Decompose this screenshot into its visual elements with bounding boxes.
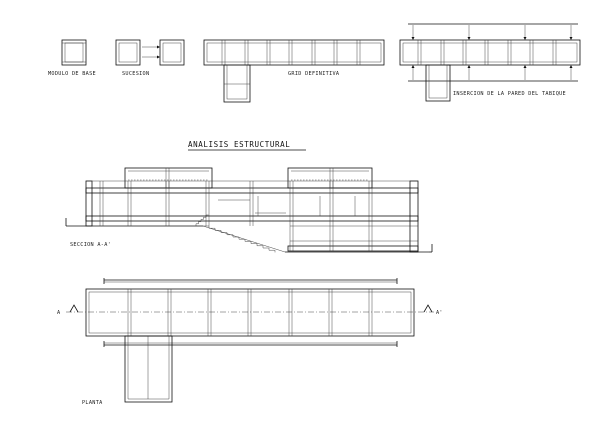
label-grid-definitiva: GRID DEFINITIVA xyxy=(288,71,340,77)
stair-stringer xyxy=(202,225,286,253)
arrow-right-icon xyxy=(157,55,160,59)
cut-marker-right-icon xyxy=(423,304,433,313)
wall-insertion-diagram xyxy=(399,23,581,102)
arrow-right-icon xyxy=(157,45,160,49)
cut-label-right: A' xyxy=(436,310,443,316)
stair-steps xyxy=(195,214,209,226)
arrow-up-icon xyxy=(523,65,527,68)
arrow-down-icon xyxy=(467,37,471,40)
arrow-up-icon xyxy=(411,65,415,68)
definitive-grid-diagram xyxy=(203,39,385,103)
cut-label-left: A xyxy=(57,310,61,316)
label-insercion: INSERCION DE LA PARED DEL TABIQUE xyxy=(453,91,566,97)
section-a-a-drawing xyxy=(65,167,433,253)
label-planta: PLANTA xyxy=(82,400,103,406)
arrow-down-icon xyxy=(411,37,415,40)
stair-steps xyxy=(203,225,276,253)
label-sucesion: SUCESION xyxy=(122,71,149,77)
label-seccion: SECCION A-A' xyxy=(70,242,111,248)
arrow-up-icon xyxy=(569,65,573,68)
arrow-down-icon xyxy=(523,37,527,40)
arrow-up-icon xyxy=(467,65,471,68)
arrow-down-icon xyxy=(569,37,573,40)
drawing-title: ANALISIS ESTRUCTURAL xyxy=(188,140,290,149)
base-module-diagram xyxy=(61,39,87,66)
succession-diagram xyxy=(115,39,185,66)
plan-drawing xyxy=(66,278,434,403)
cut-marker-left-icon xyxy=(69,304,79,313)
label-modulo-de-base: MODULO DE BASE xyxy=(48,71,96,77)
